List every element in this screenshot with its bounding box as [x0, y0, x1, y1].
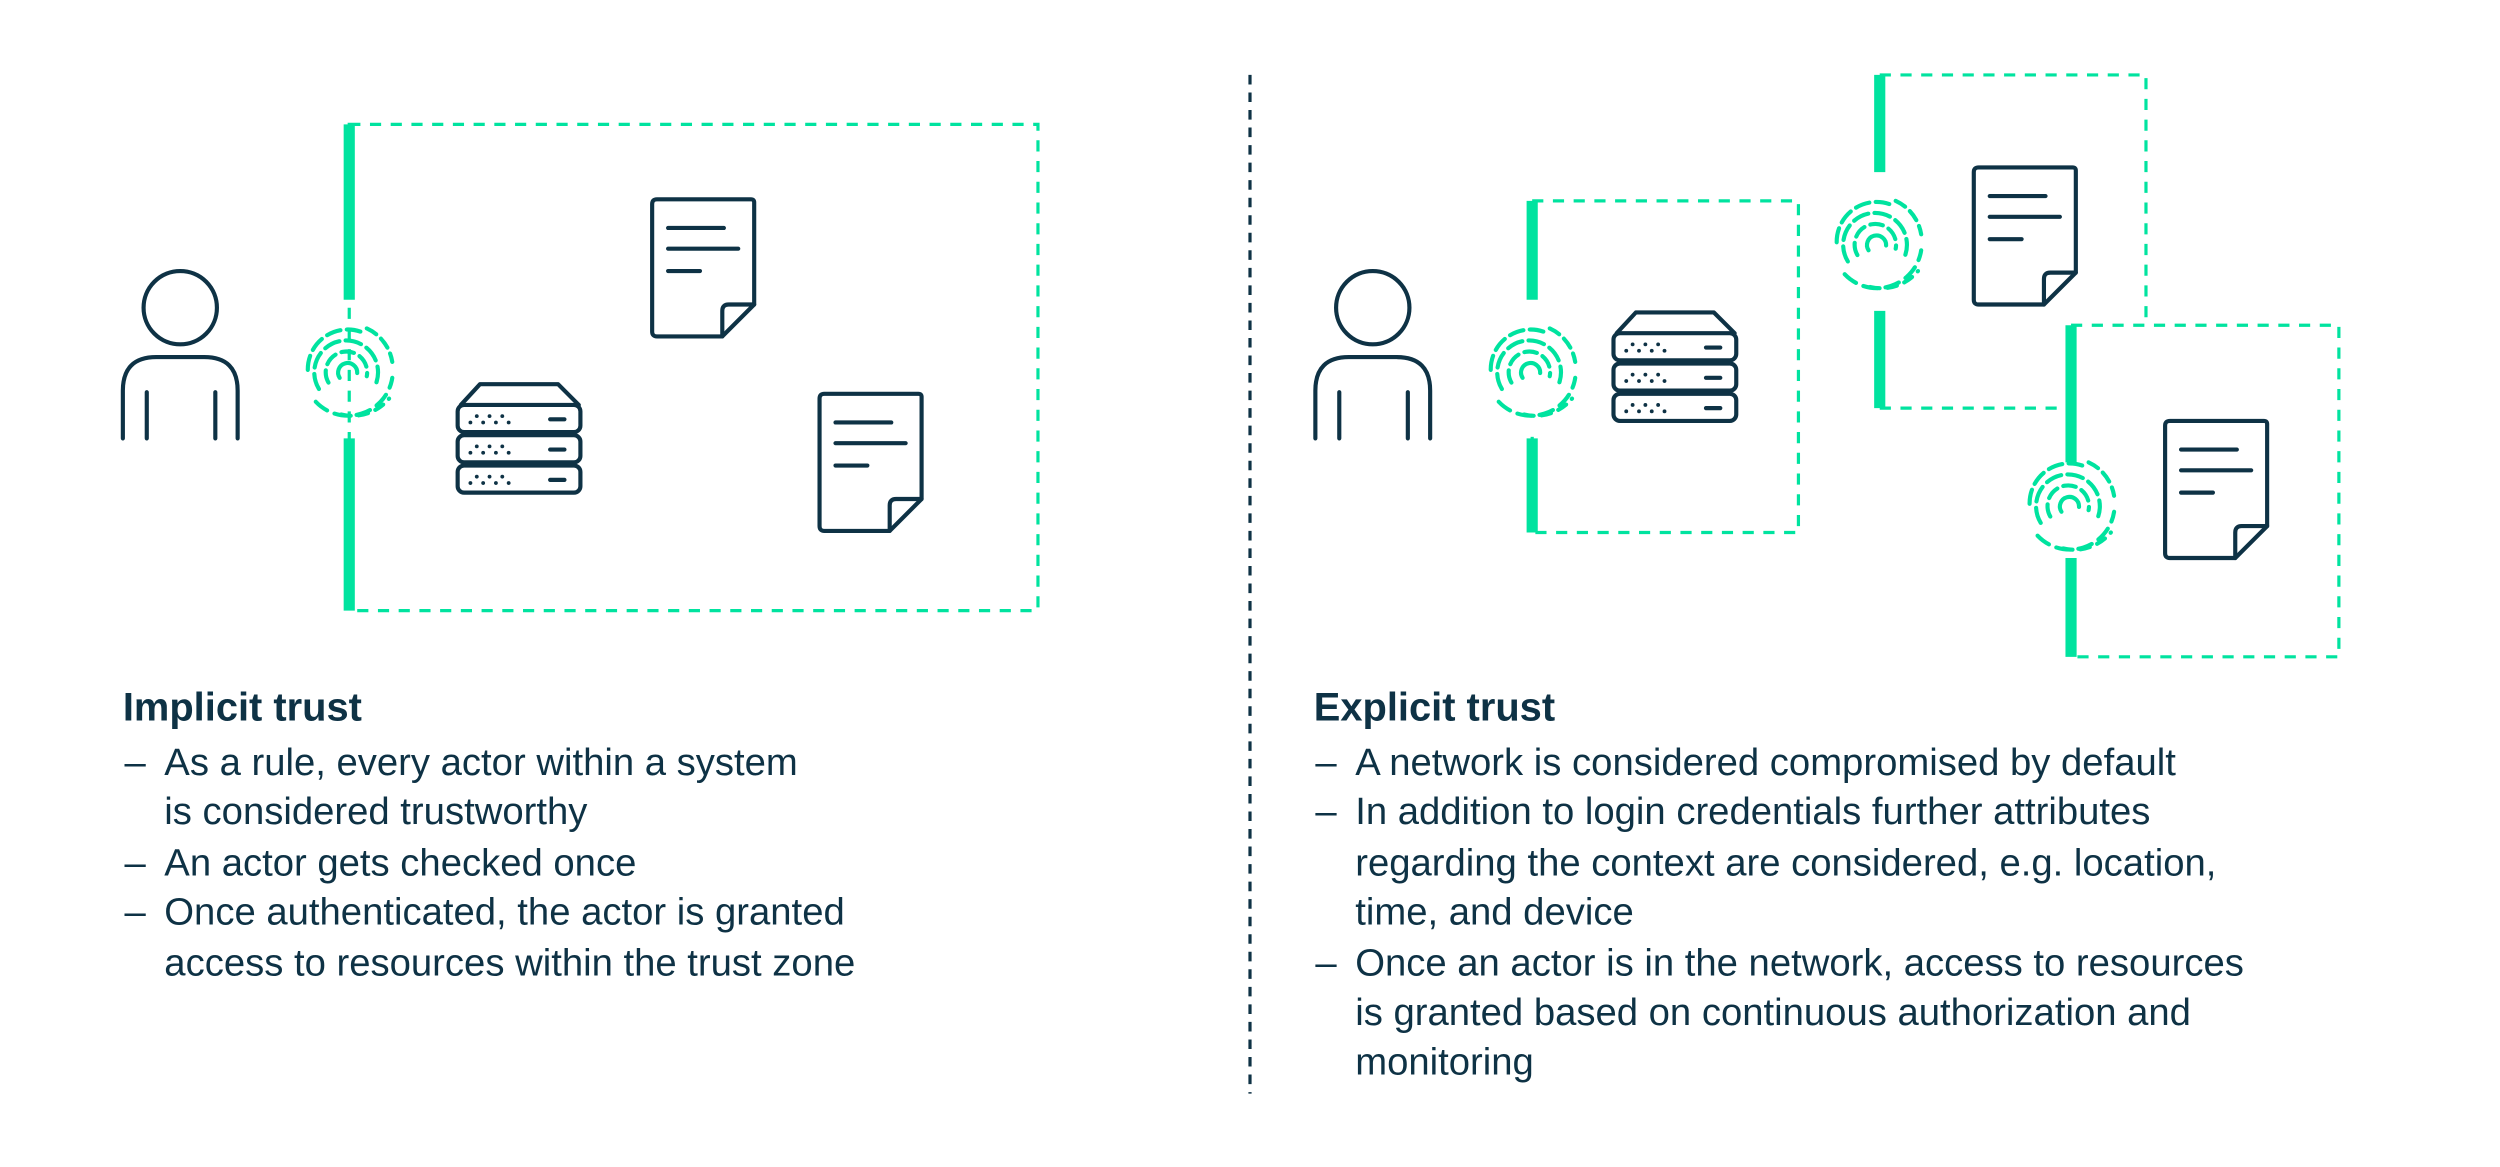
bullet: –	[124, 741, 146, 784]
actor-person-icon	[1315, 271, 1430, 438]
bullet-text: is granted based on continuous authoriza…	[1355, 991, 2191, 1034]
bullet-text: Once an actor is in the network, access …	[1355, 942, 2244, 985]
document-icon	[652, 199, 754, 336]
bullet: –	[1315, 942, 1337, 985]
bullet-text: monitoring	[1355, 1041, 1534, 1084]
document-icon	[2165, 421, 2267, 558]
explicit-trust-text: Explicit trust – A network is considered…	[1314, 686, 2244, 1084]
server-icon	[1613, 312, 1736, 420]
trust-zone-boundary	[347, 122, 1040, 613]
bullet-text: A network is considered compromised by d…	[1355, 741, 2176, 784]
bullet-text: Once authenticated, the actor is granted	[164, 891, 844, 934]
section-title: Implicit trust	[123, 686, 362, 730]
actor-person-icon	[123, 271, 238, 438]
fingerprint-icon	[1837, 201, 1921, 288]
trust-zone-3	[2069, 323, 2341, 659]
document-icon	[820, 394, 922, 531]
trust-zone-1	[1530, 199, 1801, 535]
bullet-text: As a rule, every actor within a system	[164, 741, 797, 784]
bullet: –	[1315, 741, 1337, 784]
bullet: –	[1315, 790, 1337, 833]
bullet-text: access to resources within the trust zon…	[164, 942, 855, 985]
bullet-text: An actor gets checked once	[164, 841, 636, 884]
document-icon	[1974, 167, 2076, 304]
bullet: –	[124, 891, 146, 934]
bullet-text: is considered trustworthy	[164, 790, 588, 833]
section-title: Explicit trust	[1314, 686, 1555, 730]
bullet: –	[124, 841, 146, 884]
bullet-text: time, and device	[1355, 891, 1634, 934]
implicit-trust-illustration	[123, 122, 1040, 613]
trust-zone-2	[1879, 73, 2148, 410]
explicit-trust-illustration	[1315, 73, 2341, 659]
server-icon	[458, 384, 581, 492]
bullet-text: regarding the context are considered, e.…	[1355, 841, 2216, 884]
bullet-text: In addition to login credentials further…	[1355, 790, 2150, 833]
implicit-trust-text: Implicit trust – As a rule, every actor …	[123, 686, 855, 985]
